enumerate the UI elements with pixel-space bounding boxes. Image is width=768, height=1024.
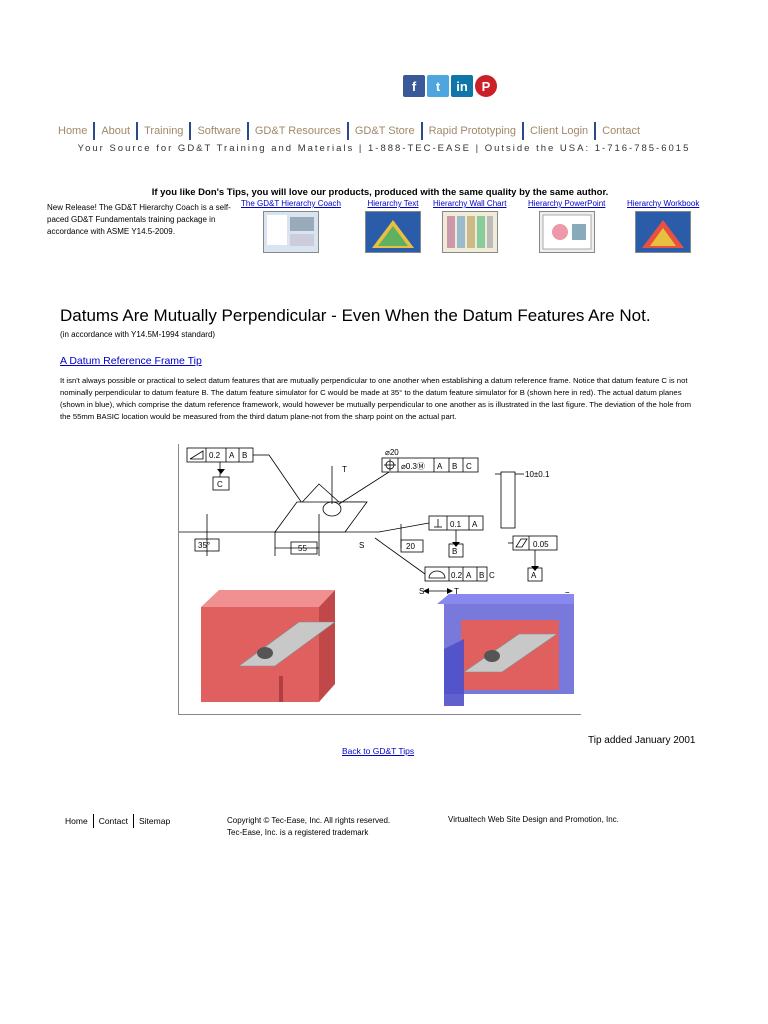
- hole-dia-label: ⌀20: [385, 448, 399, 457]
- nav-about[interactable]: About: [101, 125, 131, 137]
- label-s: S: [359, 541, 364, 550]
- twitter-icon[interactable]: t: [427, 75, 449, 97]
- product-hierarchy-wall-chart[interactable]: Hierarchy Wall Chart: [433, 199, 507, 253]
- datum-planes-illustration: [437, 594, 574, 706]
- footer-divider: [92, 814, 94, 828]
- product-link[interactable]: Hierarchy Wall Chart: [433, 199, 507, 208]
- arrow-t-label: T: [454, 587, 459, 596]
- nav-rapid-prototyping[interactable]: Rapid Prototyping: [428, 125, 517, 137]
- footer-home-link[interactable]: Home: [65, 816, 88, 826]
- datum-b-label: B: [452, 547, 457, 556]
- fcf-profile-value: 0.2: [451, 571, 463, 580]
- dim-55-label: 55: [298, 544, 307, 553]
- product-thumbnail[interactable]: [365, 211, 421, 253]
- footer-divider: [132, 814, 134, 828]
- product-hierarchy-workbook[interactable]: Hierarchy Workbook: [627, 199, 699, 253]
- main-nav: Home About Training Software GD&T Resour…: [52, 122, 646, 140]
- copyright-text: Copyright © Tec-Ease, Inc. All rights re…: [227, 816, 391, 825]
- product-thumbnail[interactable]: [441, 211, 498, 253]
- fcf-pos-value: ⌀0.3Ⓜ: [401, 462, 425, 471]
- footer-nav: Home Contact Sitemap: [60, 814, 175, 828]
- promo-text: New Release! The GD&T Hierarchy Coach is…: [47, 203, 231, 236]
- red-part-illustration: [201, 590, 336, 702]
- datum-a-label: A: [531, 571, 537, 580]
- nav-divider: [246, 122, 249, 140]
- nav-divider: [346, 122, 349, 140]
- product-hierarchy-text[interactable]: Hierarchy Text: [365, 199, 421, 253]
- product-thumbnail[interactable]: [635, 211, 692, 253]
- nav-contact[interactable]: Contact: [602, 125, 641, 137]
- copyright: Copyright © Tec-Ease, Inc. All rights re…: [227, 815, 390, 839]
- thickness-label: 10±0.1: [525, 470, 550, 479]
- tip-date: Tip added January 2001: [588, 735, 696, 746]
- equals-sign: =: [565, 589, 570, 598]
- designer-credit: Virtualtech Web Site Design and Promotio…: [448, 815, 619, 824]
- fcf-top-value: 0.2: [209, 451, 221, 460]
- nav-gdt-store[interactable]: GD&T Store: [354, 125, 415, 137]
- fcf-profile-datum-a: A: [466, 571, 472, 580]
- product-hierarchy-coach[interactable]: The GD&T Hierarchy Coach: [241, 199, 341, 253]
- dim-20-label: 20: [406, 542, 415, 551]
- label-t: T: [342, 465, 347, 474]
- facebook-icon[interactable]: f: [403, 75, 425, 97]
- nav-divider: [420, 122, 423, 140]
- fcf-top-datum-a: A: [229, 451, 235, 460]
- article-body: It isn't always possible or practical to…: [60, 376, 691, 421]
- gdt-drawing: 0.2 A B C 35° 55 20 ⌀20 ⌀0.3Ⓜ A B C 0.1 …: [179, 447, 574, 706]
- product-link[interactable]: The GD&T Hierarchy Coach: [241, 199, 341, 208]
- pinterest-icon[interactable]: P: [475, 75, 497, 97]
- nav-home[interactable]: Home: [58, 125, 88, 137]
- linkedin-icon[interactable]: in: [451, 75, 473, 97]
- product-link[interactable]: Hierarchy PowerPoint: [528, 199, 606, 208]
- fcf-pos-datum-a: A: [437, 462, 443, 471]
- page-title: Datums Are Mutually Perpendicular - Even…: [60, 306, 651, 325]
- datum-c-label: C: [217, 480, 223, 489]
- back-to-tips-link[interactable]: Back to GD&T Tips: [342, 746, 415, 756]
- footer-contact-link[interactable]: Contact: [98, 816, 128, 826]
- tagline: Your Source for GD&T Training and Materi…: [77, 143, 691, 154]
- fcf-profile-datum-c: C: [489, 571, 495, 580]
- nav-training[interactable]: Training: [144, 125, 184, 137]
- product-hierarchy-powerpoint[interactable]: Hierarchy PowerPoint: [528, 199, 605, 253]
- fcf-pos-datum-b: B: [452, 462, 457, 471]
- nav-divider: [189, 122, 192, 140]
- arrow-s-label: S: [419, 587, 424, 596]
- promo-heading: If you like Don's Tips, you will love ou…: [151, 187, 609, 198]
- product-link[interactable]: Hierarchy Text: [367, 199, 419, 208]
- nav-software[interactable]: Software: [197, 125, 241, 137]
- nav-divider: [594, 122, 597, 140]
- fcf-perp-datum: A: [472, 520, 478, 529]
- standard-note: (in accordance with Y14.5M-1994 standard…: [60, 330, 216, 339]
- social-icons: f t in P: [403, 75, 497, 97]
- datum-figure: 0.2 A B C 35° 55 20 ⌀20 ⌀0.3Ⓜ A B C 0.1 …: [178, 444, 581, 715]
- fcf-perp-value: 0.1: [450, 520, 462, 529]
- nav-gdt-resources[interactable]: GD&T Resources: [254, 125, 341, 137]
- fcf-flat-value: 0.05: [533, 540, 549, 549]
- nav-divider: [93, 122, 96, 140]
- trademark-text: Tec-Ease, Inc. is a registered trademark: [227, 828, 369, 837]
- footer-sitemap-link[interactable]: Sitemap: [138, 816, 171, 826]
- fcf-top-datum-b: B: [242, 451, 247, 460]
- product-thumbnail[interactable]: [538, 211, 595, 253]
- nav-divider: [136, 122, 139, 140]
- fcf-pos-datum-c: C: [466, 462, 472, 471]
- datum-reference-frame-tip-link[interactable]: A Datum Reference Frame Tip: [60, 355, 202, 367]
- nav-client-login[interactable]: Client Login: [530, 125, 589, 137]
- fcf-profile-datum-b: B: [479, 571, 484, 580]
- nav-divider: [522, 122, 525, 140]
- angle-label: 35°: [198, 541, 210, 550]
- product-thumbnail[interactable]: [262, 211, 319, 253]
- product-link[interactable]: Hierarchy Workbook: [627, 199, 700, 208]
